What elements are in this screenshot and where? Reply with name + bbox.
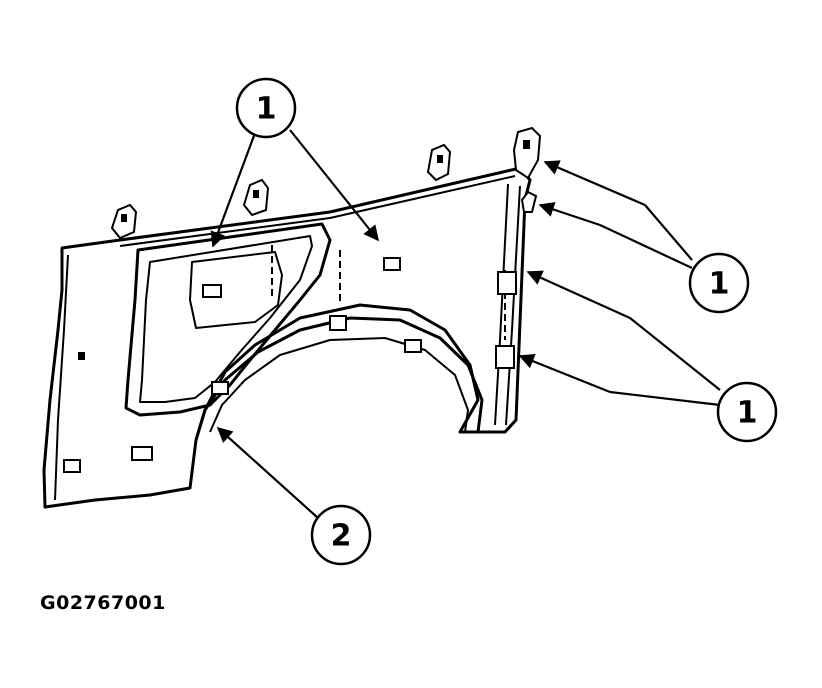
callout-label: 2 <box>331 519 352 554</box>
callout-label: 1 <box>737 396 758 431</box>
leader-line <box>599 224 693 269</box>
leader-line <box>210 132 257 248</box>
leader-line <box>526 270 631 320</box>
figure-code: G02767001 <box>40 592 166 614</box>
leader-line <box>609 390 721 407</box>
side-clip <box>520 190 538 213</box>
leader-lines <box>210 129 721 519</box>
leader-line <box>543 160 646 207</box>
leader-line <box>518 353 611 394</box>
top-clip <box>110 203 138 240</box>
leader-line <box>644 204 693 261</box>
top-clips <box>110 126 542 240</box>
callout-1-right-lower: 1 <box>716 381 778 443</box>
callout-label: 1 <box>256 92 277 127</box>
leader-line <box>538 202 601 227</box>
top-clip <box>426 143 452 182</box>
callout-2: 2 <box>310 504 372 566</box>
callout-label: 1 <box>709 267 730 302</box>
callout-1-right-upper: 1 <box>688 252 750 314</box>
leader-line <box>629 317 721 391</box>
top-clip <box>512 126 542 180</box>
trim-panel <box>42 166 532 509</box>
top-clip <box>242 178 270 217</box>
leader-line <box>289 129 379 242</box>
leader-line <box>216 426 319 519</box>
callout-1-top: 1 <box>235 77 297 139</box>
